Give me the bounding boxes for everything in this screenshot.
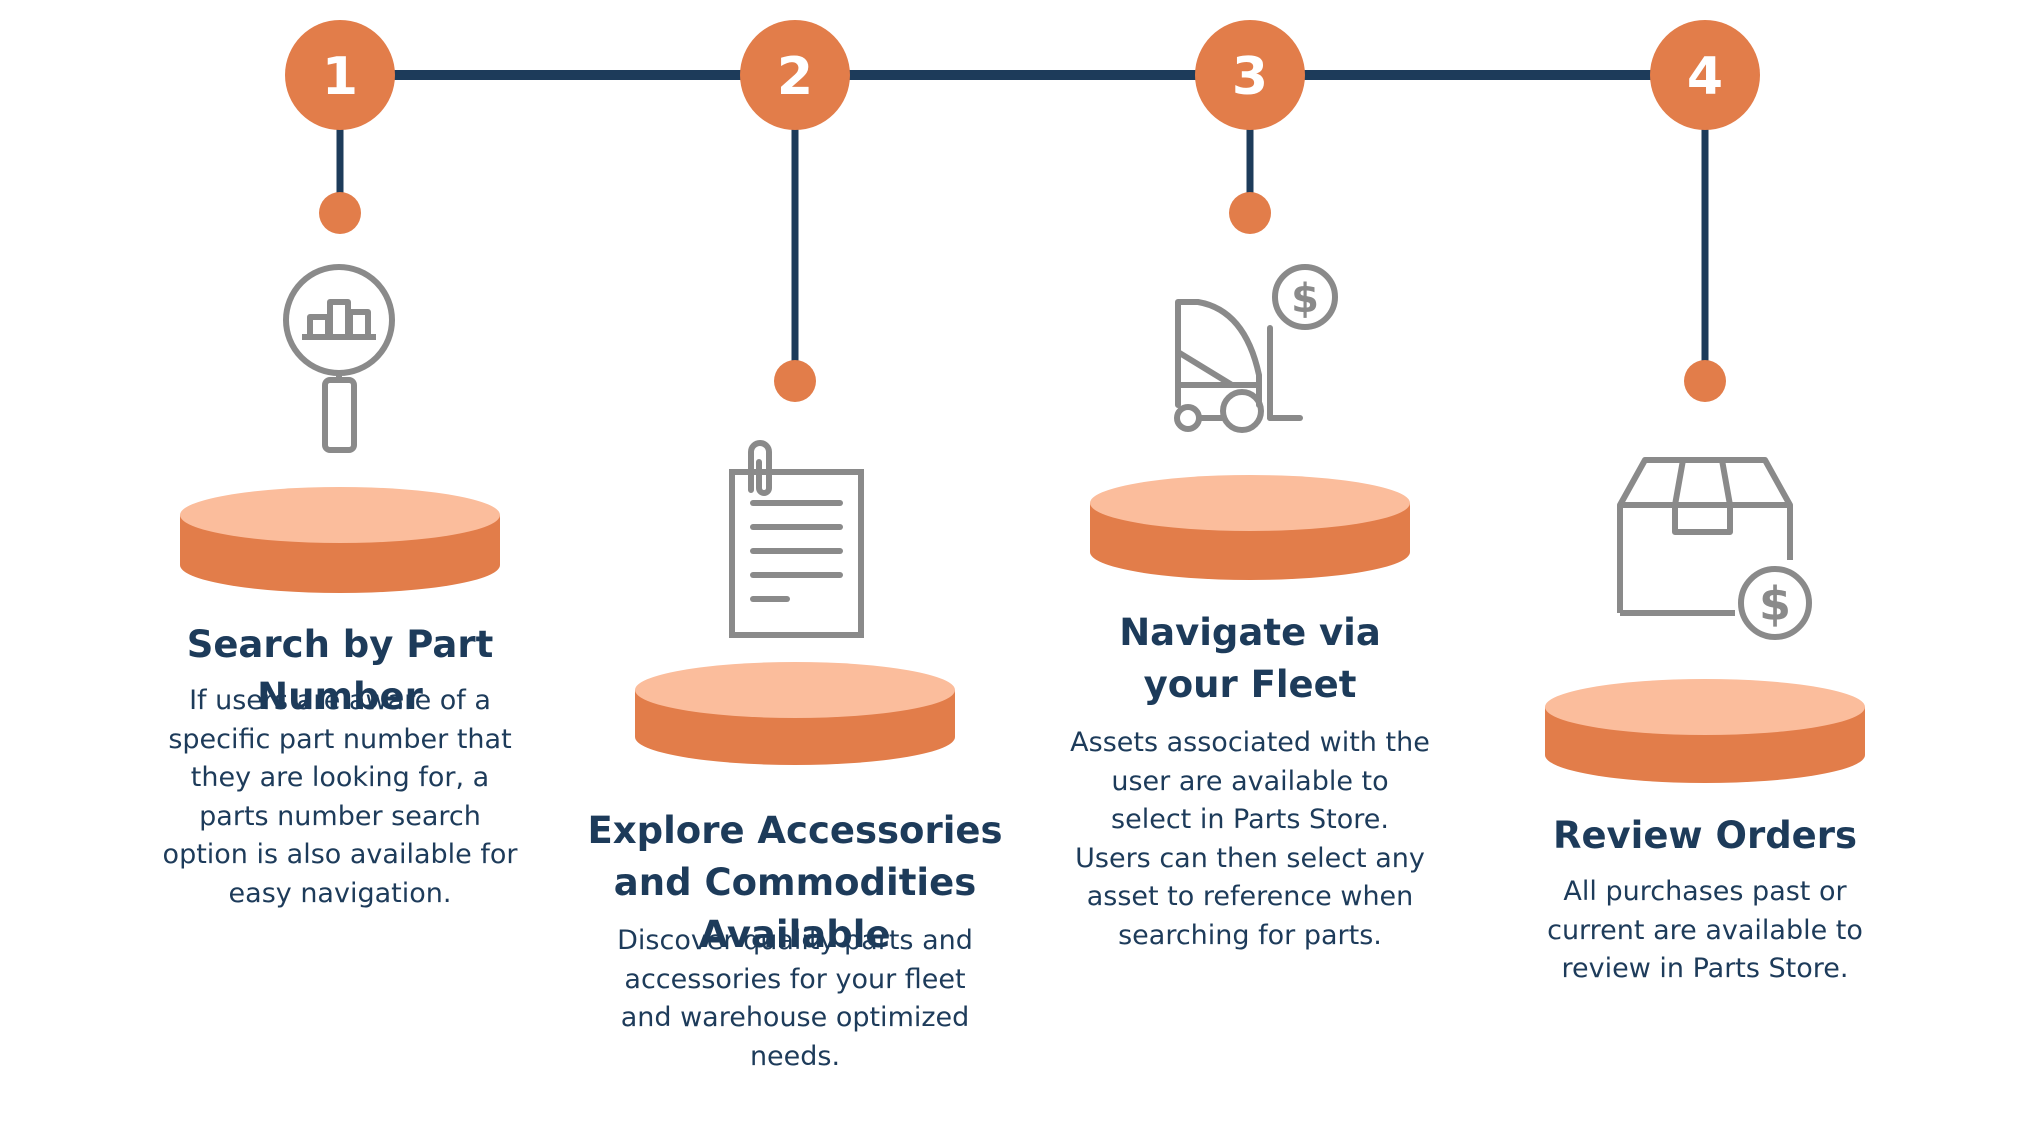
- step-title-1: Search by Part Number: [186, 623, 494, 718]
- pedestal-4: [1545, 679, 1865, 783]
- pedestal-3: [1090, 475, 1410, 580]
- stem-dot-2: [774, 360, 816, 402]
- step-description-3: Assets associated with the user are avai…: [1070, 727, 1430, 951]
- step-title-2: Explore Accessories and Commodities Avai…: [587, 809, 1003, 956]
- step-number-4: 4: [1687, 47, 1723, 107]
- step-number-3: 3: [1232, 47, 1268, 107]
- step-badge-4: 4: [1650, 20, 1760, 130]
- pedestal-2: [635, 662, 955, 765]
- pedestal-1: [180, 487, 500, 593]
- forklift-dollar-icon: $: [1174, 264, 1338, 433]
- box-dollar-icon: $: [1617, 457, 1812, 640]
- step-title-3: Navigate via your Fleet: [1119, 611, 1381, 706]
- svg-text:$: $: [1291, 276, 1319, 322]
- step-title-4: Review Orders: [1552, 814, 1858, 857]
- step-badge-3: 3: [1195, 20, 1305, 130]
- step-badge-2: 2: [740, 20, 850, 130]
- clipboard-document-icon: [729, 440, 864, 638]
- step-description-2: Discover quality parts and accessories f…: [617, 925, 973, 1072]
- step-description-1: If users are aware of a specific part nu…: [162, 685, 518, 909]
- step-badge-1: 1: [285, 20, 395, 130]
- stem-dot-3: [1229, 192, 1271, 234]
- stem-dot-4: [1684, 360, 1726, 402]
- step-number-2: 2: [777, 47, 813, 107]
- magnifier-chart-icon: [283, 264, 395, 453]
- svg-text:$: $: [1759, 577, 1791, 631]
- stem-dot-1: [319, 192, 361, 234]
- step-number-1: 1: [322, 47, 358, 107]
- step-description-4: All purchases past or current are availa…: [1547, 876, 1863, 984]
